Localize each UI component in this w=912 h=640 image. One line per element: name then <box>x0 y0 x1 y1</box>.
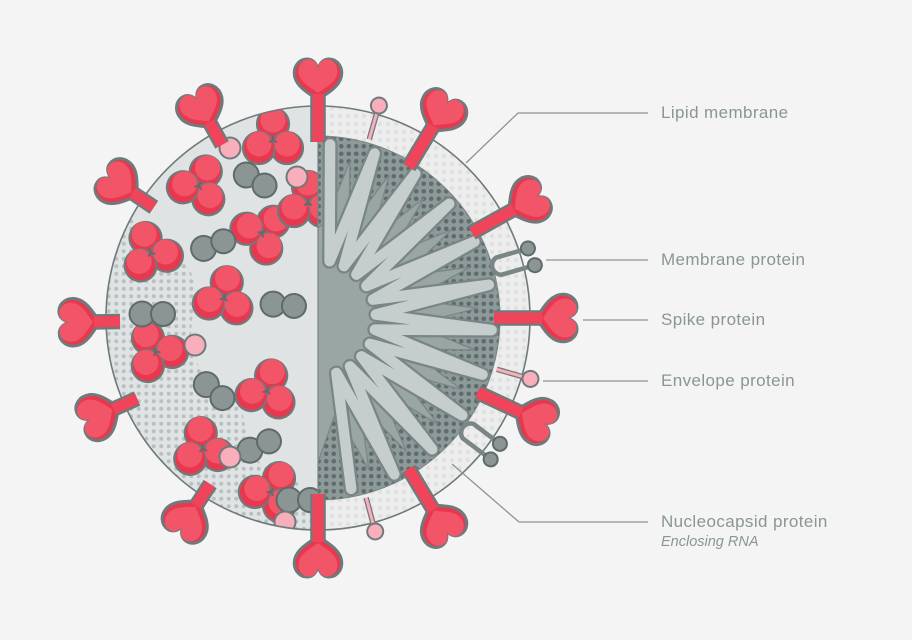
spike-protein-icon <box>402 464 469 549</box>
label-nucleocapsid-protein: Nucleocapsid protein <box>661 512 828 531</box>
spike-protein-top-view-icon <box>234 358 296 420</box>
spike-protein-icon <box>468 175 553 240</box>
envelope-protein-top-view-icon <box>273 510 297 530</box>
envelope-protein-top-view-icon <box>218 445 242 469</box>
spike-protein-icon <box>474 385 560 447</box>
membrane-protein-icon <box>458 421 508 468</box>
membrane-protein-top-view-icon <box>236 428 282 464</box>
envelope-protein-top-view-icon <box>285 165 309 189</box>
nucleocapsid-ribbon <box>324 139 497 495</box>
spike-protein-icon <box>93 157 159 214</box>
spike-protein-icon <box>175 83 229 149</box>
spike-protein-top-view-icon <box>173 416 236 476</box>
membrane-protein-top-view-icon <box>259 290 307 319</box>
label-lipid-membrane: Lipid membrane <box>661 103 789 122</box>
cutaway-section <box>318 106 530 530</box>
leader-lipid-membrane <box>465 112 648 164</box>
membrane-protein-top-view-icon <box>128 300 176 328</box>
spike-protein-icon <box>402 87 469 172</box>
membrane-protein-top-view-icon <box>190 228 237 262</box>
surface-proteins <box>123 106 318 530</box>
spike-protein-top-view-icon <box>241 106 305 166</box>
spike-protein-top-view-icon <box>123 220 184 283</box>
spike-protein-icon <box>494 292 579 344</box>
envelope-protein-icon <box>496 366 540 388</box>
spike-protein-icon <box>160 479 217 545</box>
membrane-protein-top-view-icon <box>232 161 278 199</box>
membrane-protein-icon <box>489 240 543 278</box>
label-enclosing-rna: Enclosing RNA <box>661 534 759 550</box>
leader-nucleocapsid-protein <box>451 463 648 523</box>
envelope-protein-top-view-icon <box>183 333 207 357</box>
spike-protein-top-view-icon <box>130 321 190 384</box>
envelope-protein-icon <box>363 496 385 541</box>
label-envelope-protein: Envelope protein <box>661 371 795 390</box>
label-spike-protein: Spike protein <box>661 310 766 329</box>
membrane-protein-top-view-icon <box>192 371 236 412</box>
spike-protein-icon <box>57 297 121 348</box>
spike-protein-top-view-icon <box>165 154 226 217</box>
envelope-protein-icon <box>366 96 388 140</box>
spike-protein-top-view-icon <box>191 265 254 326</box>
spike-protein-icon <box>74 391 141 443</box>
spike-protein-icon <box>292 57 344 142</box>
label-membrane-protein: Membrane protein <box>661 250 806 269</box>
spike-protein-icon <box>292 494 344 579</box>
spike-protein-top-view-icon <box>229 204 291 266</box>
